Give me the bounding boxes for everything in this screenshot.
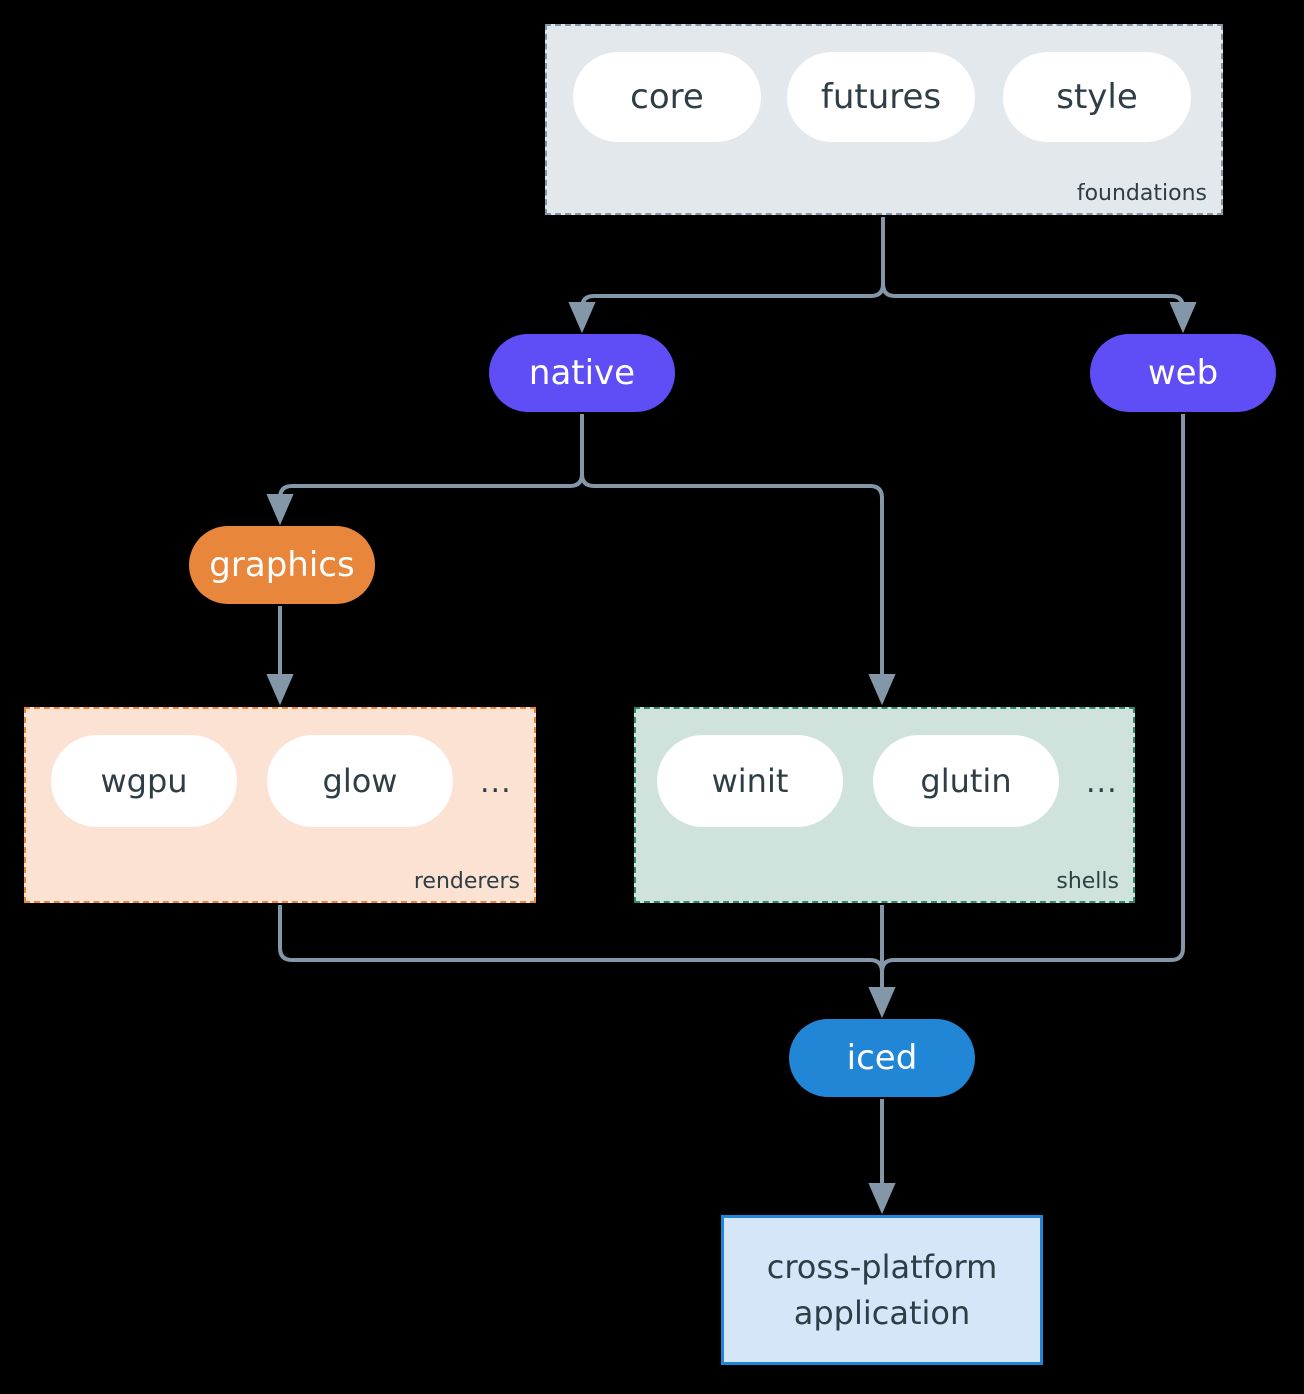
pill-futures[interactable]: futures xyxy=(787,52,975,142)
group-label-foundations: foundations xyxy=(1076,181,1207,206)
group-label-renderers: renderers xyxy=(413,869,520,894)
edge-foundations-native xyxy=(568,217,885,334)
pill-style[interactable]: style xyxy=(1003,52,1191,142)
ellipsis-renderers: ... xyxy=(480,765,512,800)
node-cross-platform-application[interactable]: cross-platform application xyxy=(721,1215,1043,1365)
node-graphics[interactable]: graphics xyxy=(189,526,375,604)
edge-foundations-web xyxy=(881,217,1197,334)
pill-wgpu[interactable]: wgpu xyxy=(51,735,237,827)
application-line-2: application xyxy=(793,1294,971,1332)
edge-native-graphics xyxy=(266,414,584,526)
group-foundations-label-wrap: foundations xyxy=(545,24,1223,215)
node-native[interactable]: native xyxy=(489,334,675,412)
group-label-shells: shells xyxy=(1056,869,1119,894)
edge-renderers-iced xyxy=(278,905,896,1019)
application-line-1: cross-platform xyxy=(766,1247,998,1286)
node-iced[interactable]: iced xyxy=(789,1019,975,1097)
edge-native-shells xyxy=(580,414,896,706)
group-renderers-label-wrap: renderers xyxy=(24,707,536,903)
pill-glow[interactable]: glow xyxy=(267,735,453,827)
group-shells-label-wrap: shells xyxy=(634,707,1135,903)
ellipsis-shells: ... xyxy=(1086,765,1118,800)
pill-core[interactable]: core xyxy=(573,52,761,142)
node-web[interactable]: web xyxy=(1090,334,1276,412)
pill-glutin[interactable]: glutin xyxy=(873,735,1059,827)
pill-winit[interactable]: winit xyxy=(657,735,843,827)
